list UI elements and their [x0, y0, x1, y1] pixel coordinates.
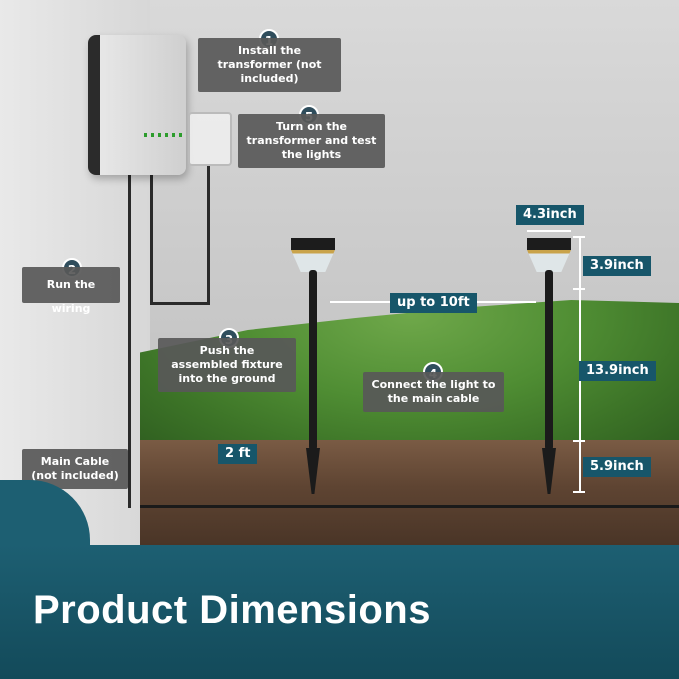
wire-loop — [150, 175, 153, 305]
width-arrow — [527, 230, 571, 232]
step-4-label: Connect the light to the main cable — [363, 372, 504, 412]
dimension-stem-height: 13.9inch — [579, 361, 656, 381]
light-stake-1 — [309, 270, 317, 450]
dimension-spike-height: 5.9inch — [583, 457, 651, 477]
tick-top — [573, 236, 585, 238]
step-1-label: Install the transformer (not included) — [198, 38, 341, 92]
main-cable-line — [140, 505, 679, 508]
light-stake-2 — [545, 270, 553, 450]
transformer — [88, 35, 186, 175]
dimension-spacing: up to 10ft — [390, 293, 477, 313]
step-5-label: Turn on the transformer and test the lig… — [238, 114, 385, 168]
tick-ground — [573, 440, 585, 442]
main-cable-label: Main Cable (not included) — [22, 449, 128, 489]
status-leds — [144, 133, 184, 137]
dimension-width: 4.3inch — [516, 205, 584, 225]
outlet-cover — [188, 112, 232, 166]
wire-loop-right — [207, 166, 210, 305]
banner-title: Product Dimensions — [33, 588, 431, 632]
light-head-2 — [527, 238, 571, 272]
wire-loop-bottom — [150, 302, 210, 305]
title-banner — [0, 545, 679, 679]
tick-bottom — [573, 491, 585, 493]
step-2-label: Run the wiring — [22, 267, 120, 315]
dimension-head-height: 3.9inch — [583, 256, 651, 276]
light-head-1 — [291, 238, 335, 272]
step-3-label: Push the assembled fixture into the grou… — [158, 338, 296, 392]
dimension-depth: 2 ft — [218, 444, 258, 464]
wire-main — [128, 175, 131, 508]
tick-head — [573, 288, 585, 290]
